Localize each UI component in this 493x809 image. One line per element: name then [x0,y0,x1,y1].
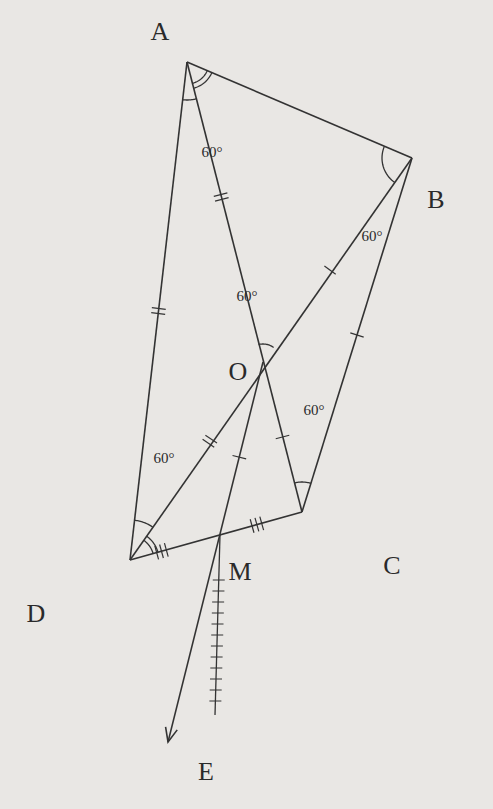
point-label: D [27,601,46,627]
angle-arc [194,73,212,89]
ruler-tick [212,591,224,592]
tick-mark [214,193,228,196]
ruler-tick [210,668,222,669]
tick-mark [260,517,264,530]
tick-mark [276,435,290,439]
ruler-line [215,535,220,715]
angle-arc [144,540,153,553]
diagonal [130,158,412,560]
ruler-tick [212,602,224,603]
arrowhead [166,727,178,742]
angle-label: 60° [304,403,325,418]
ruler-tick [213,580,225,581]
ruler-tick [209,701,221,702]
ruler-tick [210,690,222,691]
ruler-tick [211,646,223,647]
segment [130,62,187,560]
ruler-tick [211,635,223,636]
point-label: A [151,19,170,45]
ruler-tick [210,679,222,680]
diagonal [187,62,302,512]
tick-mark [255,518,259,531]
segment [302,158,412,512]
point-label: O [229,359,248,385]
tick-mark [250,519,254,532]
angle-label: 60° [154,451,175,466]
tick-mark [164,543,168,556]
angle-arc [294,482,310,483]
angle-arc [147,536,158,552]
ray [168,362,263,742]
ruler-tick [211,657,223,658]
point-label: M [228,559,251,585]
ruler-tick [212,624,224,625]
angle-arc [183,99,197,100]
tick-mark [203,439,215,447]
angle-label: 60° [202,145,223,160]
tick-mark [324,266,335,274]
angle-arc [259,344,274,347]
point-label: E [198,759,214,785]
tick-mark [152,308,166,310]
angle-arc [382,146,395,182]
point-label: B [427,187,444,213]
tick-mark [350,333,363,337]
angle-label: 60° [237,289,258,304]
angle-label: 60° [362,229,383,244]
point-label: C [383,553,400,579]
ruler-tick [212,613,224,614]
tick-mark [233,455,247,458]
angle-arc [135,520,153,527]
tick-mark [160,545,164,558]
tick-mark [215,198,229,201]
tick-mark [151,313,165,315]
